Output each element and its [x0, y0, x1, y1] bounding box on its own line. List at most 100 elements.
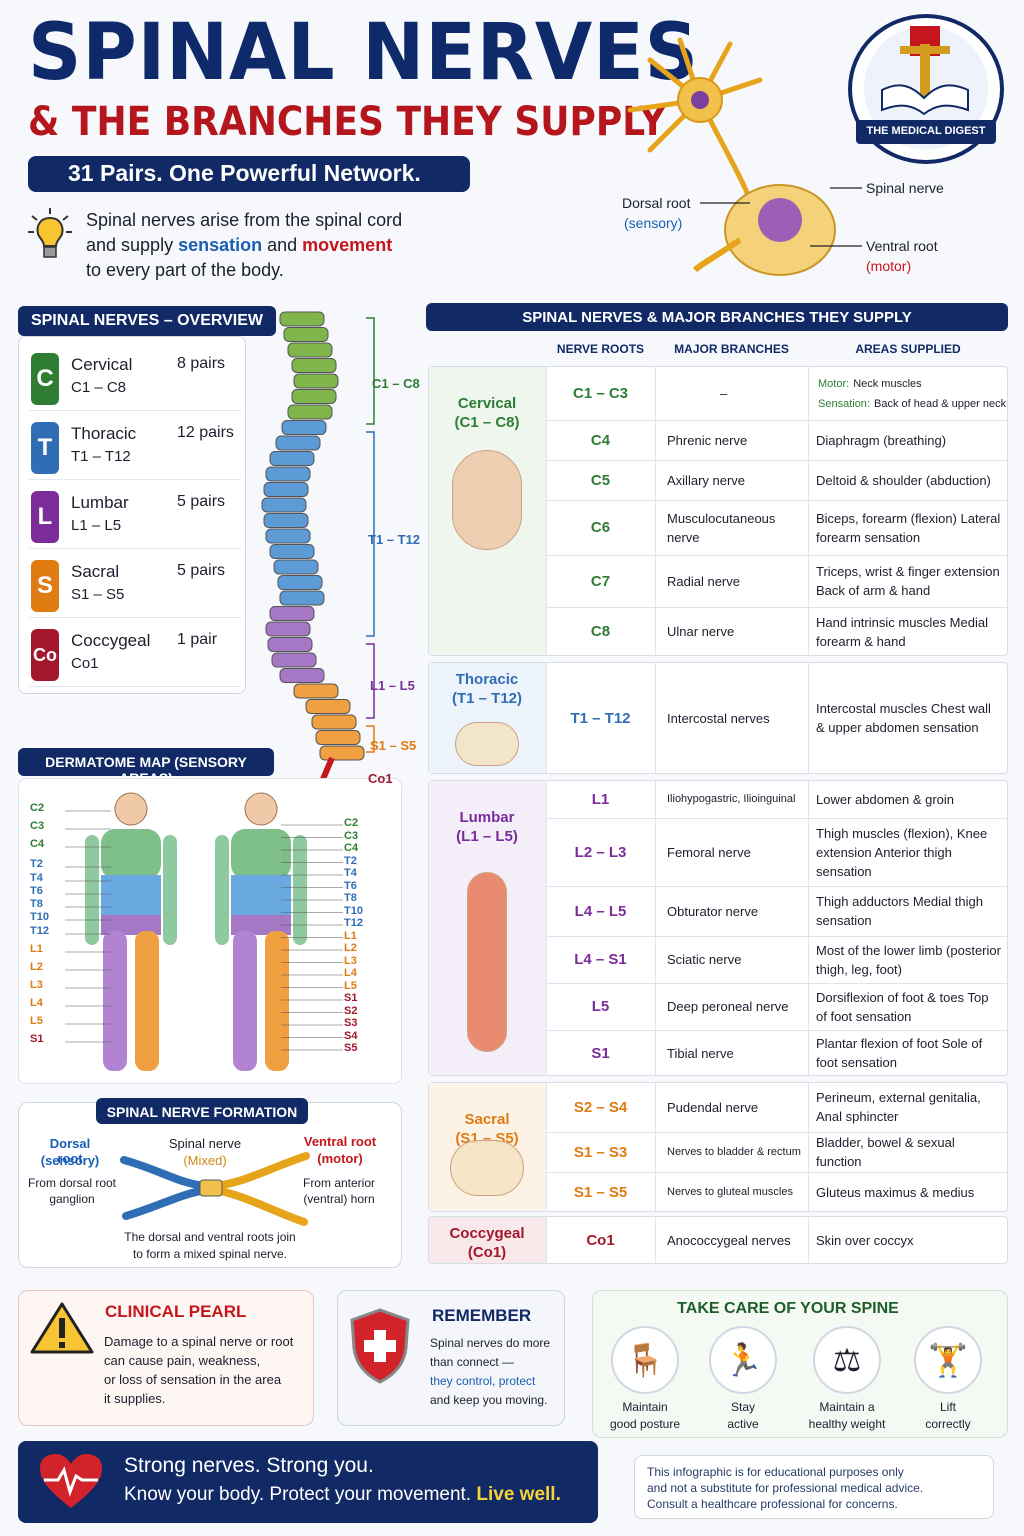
neuron-illustration — [627, 37, 836, 276]
header-areas-supplied: AREAS SUPPLIED — [855, 341, 961, 356]
area-supplied: Biceps, forearm (flexion) Lateral forear… — [816, 510, 1001, 545]
warning-icon — [30, 1302, 94, 1354]
formation-caption2: to form a mixed spinal nerve. — [132, 1247, 288, 1261]
spine-bracket — [366, 643, 375, 719]
dermatome-heading: DERMATOME MAP (SENSORY AREAS) — [18, 748, 274, 786]
region-title: Coccygeal(Co1) — [428, 1224, 546, 1262]
vertebra — [293, 683, 339, 699]
dermatome-label-front: L2 — [30, 961, 43, 973]
col-divider — [808, 1216, 809, 1264]
dermatome-label-back: S3 — [344, 1017, 358, 1029]
formation-heading: SPINAL NERVE FORMATION — [96, 1098, 308, 1124]
vertebra — [265, 621, 311, 637]
formation-ventral-sub: (motor) — [317, 1151, 363, 1166]
dermatome-label-front: T6 — [30, 885, 43, 897]
region-badge: S — [31, 560, 59, 612]
spine-bracket — [366, 317, 375, 425]
col-divider — [655, 1216, 656, 1264]
dermatome-label-front: T8 — [30, 898, 43, 910]
region-range: L1 – L5 — [71, 517, 122, 534]
spine-label-c: C1 – C8 — [372, 376, 420, 391]
care-label: good posture — [609, 1417, 681, 1431]
ventral-root-label: Ventral root — [866, 238, 938, 254]
dermatome-label-back: T10 — [344, 904, 363, 917]
vertebra — [263, 482, 309, 497]
caduceus-icon — [864, 26, 988, 150]
disclaimer-box: This infographic is for educational purp… — [634, 1455, 994, 1519]
dermatome-label-front: L1 — [30, 943, 43, 955]
care-label: Stay — [730, 1400, 755, 1414]
body-head — [244, 792, 278, 826]
spine-bracket — [366, 431, 375, 637]
region-title: Lumbar(L1 – L5) — [428, 808, 546, 846]
body-right-arm — [163, 835, 177, 945]
dermatome-label-back: T8 — [344, 892, 357, 904]
dermatome-label-back: S2 — [344, 1004, 358, 1017]
header-major-branches: MAJOR BRANCHES — [674, 341, 789, 356]
motor-text: Neck muscles — [853, 378, 922, 390]
heart-icon — [40, 1454, 102, 1508]
area-supplied: Bladder, bowel & sexual function — [816, 1135, 955, 1169]
nerve-root: C5 — [590, 471, 611, 489]
formation-ventral-desc2: (ventral) horn — [303, 1192, 375, 1206]
body-pelvis — [101, 915, 161, 935]
major-branch: Sciatic nerve — [667, 952, 742, 967]
care-item: 🪑 — [611, 1326, 679, 1394]
major-branch: Obturator nerve — [667, 903, 759, 919]
spine-care-title: TAKE CARE OF YOUR SPINE — [677, 1300, 899, 1317]
dorsal-root-label: Dorsal root — [622, 195, 691, 211]
nerve-root: L1 — [591, 790, 610, 808]
region-range: S1 – S5 — [71, 586, 125, 603]
body-right-leg — [265, 931, 289, 1071]
vertebra — [267, 637, 313, 652]
vertebra — [311, 714, 357, 730]
vertebra — [277, 575, 323, 590]
dermatome-label-back: C2 — [344, 817, 359, 829]
spine-label-co: Co1 — [368, 771, 393, 786]
col-divider — [808, 1082, 809, 1212]
nerve-root: C8 — [590, 623, 611, 640]
major-branch: Pudendal nerve — [667, 1099, 759, 1115]
region-name: Cervical — [71, 355, 133, 374]
row-divider — [546, 607, 1008, 608]
body-head — [114, 792, 148, 826]
region-pairs: 8 pairs — [177, 355, 226, 372]
care-item: 🏃 — [709, 1326, 777, 1394]
area-supplied: Triceps, wrist & finger extension Back o… — [816, 564, 1000, 598]
formation-spinal: Spinal nerve — [168, 1136, 242, 1151]
leg-illustration — [467, 872, 507, 1052]
major-branch: Deep peroneal nerve — [667, 999, 789, 1014]
table-heading: SPINAL NERVES & MAJOR BRANCHES THEY SUPP… — [426, 303, 1008, 331]
region-pairs: 1 pair — [177, 631, 218, 648]
nerve-root: T1 – T12 — [570, 709, 631, 727]
page-title: SPINAL NERVES — [28, 8, 700, 98]
header-nerve-roots: NERVE ROOTS — [556, 341, 645, 356]
region-name: Sacral — [464, 1111, 510, 1128]
dermatome-bodies — [65, 792, 343, 1071]
care-label: active — [727, 1417, 759, 1431]
vertebra — [287, 404, 333, 420]
major-branch: Radial nerve — [667, 573, 740, 589]
major-branch: Phrenic nerve — [667, 432, 748, 448]
region-name: Lumbar — [71, 493, 129, 512]
vertebra — [273, 559, 319, 575]
dermatome-label-front: T10 — [30, 911, 49, 923]
vertebra — [293, 373, 339, 389]
nerve-root: S1 — [591, 1044, 610, 1062]
neuron-pointer-lines — [700, 187, 862, 247]
dermatome-label-back: L2 — [344, 942, 357, 954]
major-branch: Nerves to gluteal muscles — [667, 1185, 793, 1198]
vertebra — [319, 745, 365, 761]
dorsal-root-sub: (sensory) — [624, 215, 683, 231]
area-supplied: Skin over coccyx — [816, 1232, 914, 1248]
vertebra — [283, 327, 329, 342]
weightlift-icon: 🏋 — [928, 1342, 968, 1378]
dermatome-label-front: L5 — [30, 1015, 43, 1027]
region-range: Co1 — [71, 655, 99, 672]
vertebra — [269, 606, 315, 621]
formation-ventral: Ventral root — [303, 1134, 377, 1149]
